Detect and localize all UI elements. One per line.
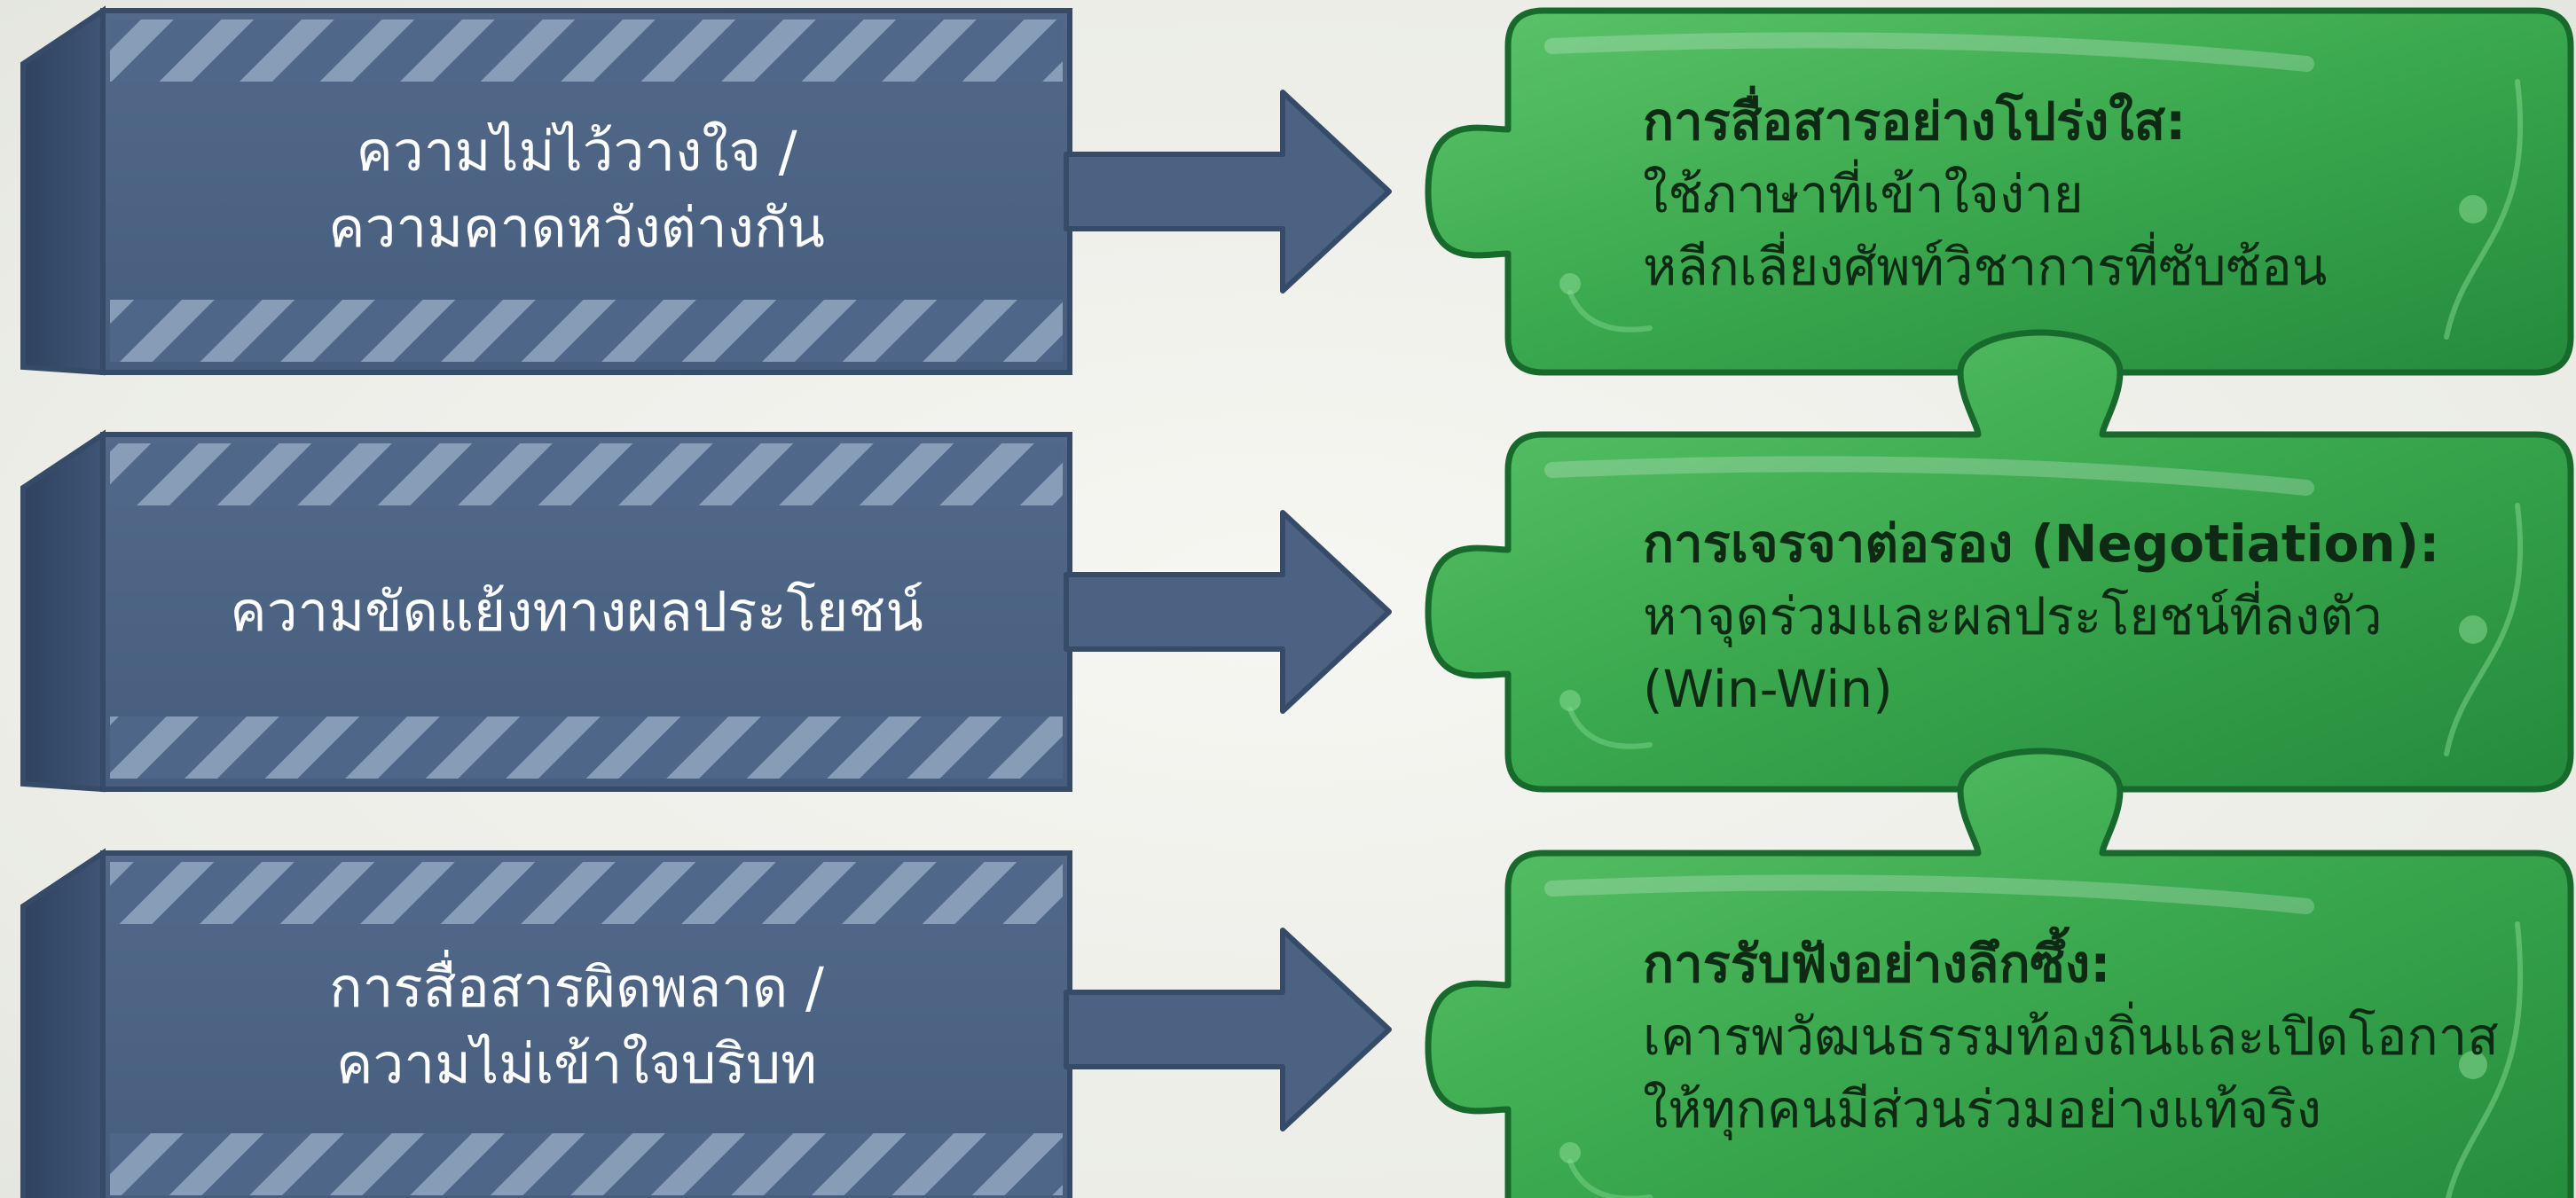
solution-3-line-2: ให้ทุกคนมีส่วนร่วมอย่างแท้จริง — [1643, 1079, 2321, 1139]
problem-label-3: การสื่อสารผิดพลาด / ความไม่เข้าใจบริบท — [106, 853, 1047, 1198]
problem-1-line-1: ความไม่ไว้วางใจ / — [356, 119, 797, 184]
vine-decoration-small — [1567, 290, 1653, 333]
problem-label-1: ความไม่ไว้วางใจ / ความคาดหวังต่างกัน — [106, 11, 1047, 369]
vine-decoration — [2446, 921, 2524, 1198]
solution-label-3: การรับฟังอย่างลึกซึ้ง: เคารพวัฒนธรรมท้อง… — [1643, 928, 2556, 1146]
puzzle-piece-2 — [1425, 329, 2574, 793]
solution-1-line-1: ใช้ภาษาที่เข้าใจง่าย — [1643, 164, 2084, 224]
solution-3-title: การรับฟังอย่างลึกซึ้ง: — [1643, 934, 2111, 994]
puzzle-piece-3 — [1425, 748, 2574, 1198]
solution-label-1: การสื่อสารอย่างโปร่งใส: ใช้ภาษาที่เข้าใจ… — [1643, 85, 2556, 303]
solution-2-line-1: หาจุดร่วมและผลประโยชน์ที่ลงตัว — [1643, 586, 2383, 646]
arrow-right-icon — [1064, 90, 1392, 294]
solution-3-line-1: เคารพวัฒนธรรมท้องถิ่นและเปิดโอกาส — [1643, 1006, 2499, 1067]
solution-1-title: การสื่อสารอย่างโปร่งใส: — [1643, 91, 2187, 152]
problem-box-side — [20, 5, 106, 376]
vine-decoration — [2444, 79, 2524, 340]
problem-box-side — [20, 429, 106, 793]
puzzle-highlight — [1544, 32, 2314, 72]
solution-1-line-2: หลีกเลี่ยงศัพท์วิชาการที่ซับซ้อน — [1643, 237, 2328, 297]
puzzle-piece-body — [1425, 329, 2574, 793]
problem-3-line-2: ความไม่เข้าใจบริบท — [336, 1030, 817, 1096]
problem-label-2: ความขัดแย้งทางผลประโยชน์ — [106, 435, 1047, 789]
problem-box-1 — [20, 5, 1072, 376]
arrow-right-icon — [1064, 510, 1392, 714]
hazard-stripe-bottom — [110, 300, 1063, 362]
vine-bud-decoration-small — [1559, 1142, 1581, 1163]
puzzle-highlight — [1544, 456, 2314, 496]
solution-label-2: การเจรจาต่อรอง (Negotiation): หาจุดร่วมแ… — [1643, 507, 2556, 725]
problem-3-line-1: การสื่อสารผิดพลาด / — [329, 954, 824, 1020]
problem-box-side — [20, 848, 106, 1198]
arrow-right-icon — [1064, 928, 1392, 1131]
solution-2-title: การเจรจาต่อรอง (Negotiation): — [1643, 513, 2440, 574]
vine-decoration — [2444, 503, 2524, 756]
vine-bud-decoration — [2459, 1051, 2487, 1079]
hazard-stripe-top — [110, 443, 1063, 505]
vine-bud-decoration — [2459, 195, 2487, 223]
problem-1-line-2: ความคาดหวังต่างกัน — [328, 195, 825, 260]
puzzle-highlight — [1544, 874, 2314, 914]
vine-bud-decoration — [2459, 615, 2487, 644]
problem-2-line-1: ความขัดแย้งทางผลประโยชน์ — [230, 579, 923, 644]
vine-decoration-small — [1567, 1159, 1653, 1198]
hazard-stripe-bottom — [110, 1133, 1063, 1195]
problem-box-3 — [20, 848, 1072, 1198]
puzzle-piece-body — [1425, 7, 2574, 376]
vine-bud-decoration-small — [1559, 273, 1581, 294]
problem-box-2 — [20, 429, 1072, 793]
puzzle-piece-1 — [1425, 7, 2574, 376]
puzzle-piece-body — [1425, 748, 2574, 1198]
solution-2-line-2: (Win-Win) — [1643, 659, 1893, 719]
hazard-stripe-bottom — [110, 716, 1063, 779]
vine-bud-decoration-small — [1559, 690, 1581, 711]
hazard-stripe-top — [110, 20, 1063, 82]
hazard-stripe-top — [110, 862, 1063, 924]
vine-decoration-small — [1567, 707, 1653, 749]
